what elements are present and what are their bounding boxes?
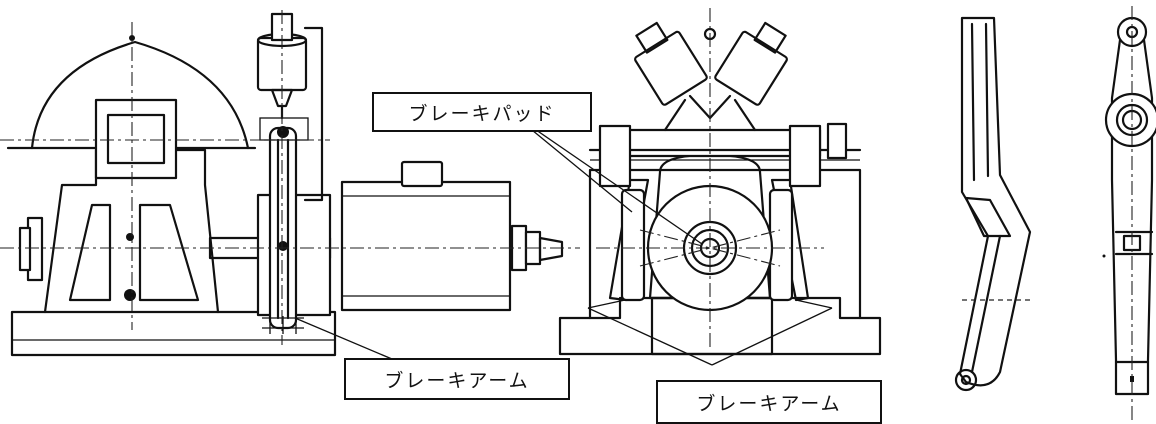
arm-profile [958,16,1032,387]
leader-pad-drum [509,111,703,245]
brake-pad-left [620,188,646,302]
arm-hub [1104,92,1156,148]
thruster-right [714,30,788,106]
motor [340,180,512,312]
top-crossbar [608,128,822,158]
label-brake-pad: ブレーキパッド [372,92,592,132]
front-base [558,296,882,356]
arm-detail-side [954,16,1032,392]
drum-guard [30,40,250,150]
front-view [509,8,882,366]
motor-terminal-box [400,160,444,188]
side-brake-arm [268,126,298,330]
arm-detail-front [1102,6,1156,420]
brake-pad-right [768,188,794,302]
leader-arm-right [711,307,833,366]
label-brake-arm-right: ブレーキアーム [656,380,882,424]
label-brake-arm-left: ブレーキアーム [344,358,570,400]
leader-arm-left [587,307,713,366]
thruster-left [634,30,708,106]
side-view [0,10,580,371]
side-base [10,310,337,357]
front-arm-right [770,178,810,302]
bearing-block [94,98,178,180]
